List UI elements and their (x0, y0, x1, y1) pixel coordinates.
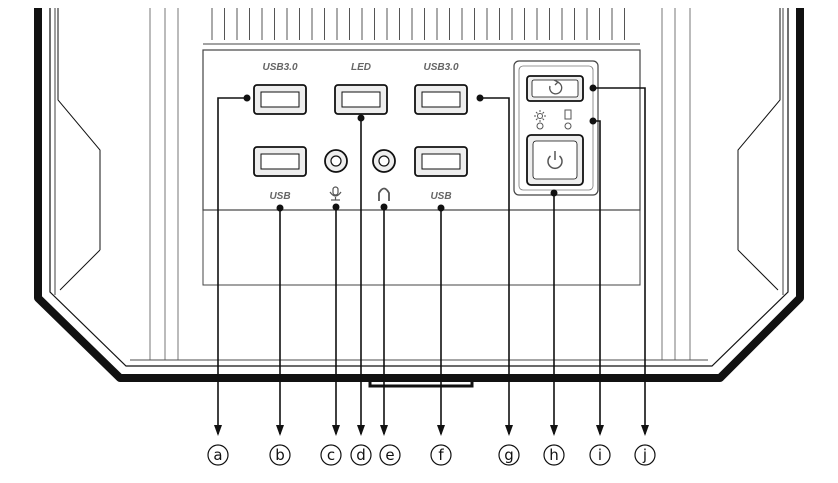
hdd-led-icon (564, 109, 572, 130)
microphone-icon (329, 186, 342, 201)
callout-c: c (320, 444, 342, 466)
svg-text:h: h (549, 446, 559, 464)
callout-f: f (430, 444, 452, 466)
svg-text:d: d (356, 446, 366, 464)
svg-text:b: b (275, 446, 285, 464)
top-vent-grille (211, 8, 625, 40)
callout-arrowheads (214, 425, 649, 436)
usb-port-left[interactable] (253, 146, 307, 177)
svg-text:c: c (327, 446, 335, 464)
reset-button[interactable] (526, 75, 584, 102)
svg-text:i: i (598, 446, 602, 464)
callout-j: j (634, 444, 656, 466)
callout-d: d (350, 444, 372, 466)
callout-i: i (589, 444, 611, 466)
usb-port-right[interactable] (414, 146, 468, 177)
microphone-jack[interactable] (324, 149, 348, 173)
callout-a: a (207, 444, 229, 466)
callout-leader-dots (243, 84, 597, 212)
svg-text:f: f (438, 446, 444, 464)
power-button[interactable] (526, 134, 584, 186)
io-panel (202, 43, 641, 286)
label-usb-right: USB (430, 191, 451, 202)
power-led-icon (534, 110, 546, 130)
callout-b: b (269, 444, 291, 466)
usb3-port-left[interactable] (253, 84, 307, 115)
callout-e: e (379, 444, 401, 466)
reset-icon (549, 79, 563, 95)
case-body (34, 8, 804, 388)
svg-text:j: j (642, 446, 647, 464)
label-led: LED (351, 62, 371, 73)
label-usb3-right: USB3.0 (423, 62, 458, 73)
callout-g: g (498, 444, 520, 466)
power-icon (547, 151, 563, 170)
case-grille-lines (149, 8, 691, 360)
svg-text:a: a (213, 446, 222, 464)
svg-text:e: e (385, 446, 394, 464)
headphone-jack[interactable] (372, 149, 396, 173)
headphone-icon (378, 187, 390, 201)
callout-h: h (543, 444, 565, 466)
svg-text:g: g (504, 446, 514, 464)
label-usb-left: USB (269, 191, 290, 202)
label-usb3-left: USB3.0 (262, 62, 297, 73)
usb3-port-right[interactable] (414, 84, 468, 115)
led-button[interactable] (334, 84, 388, 115)
